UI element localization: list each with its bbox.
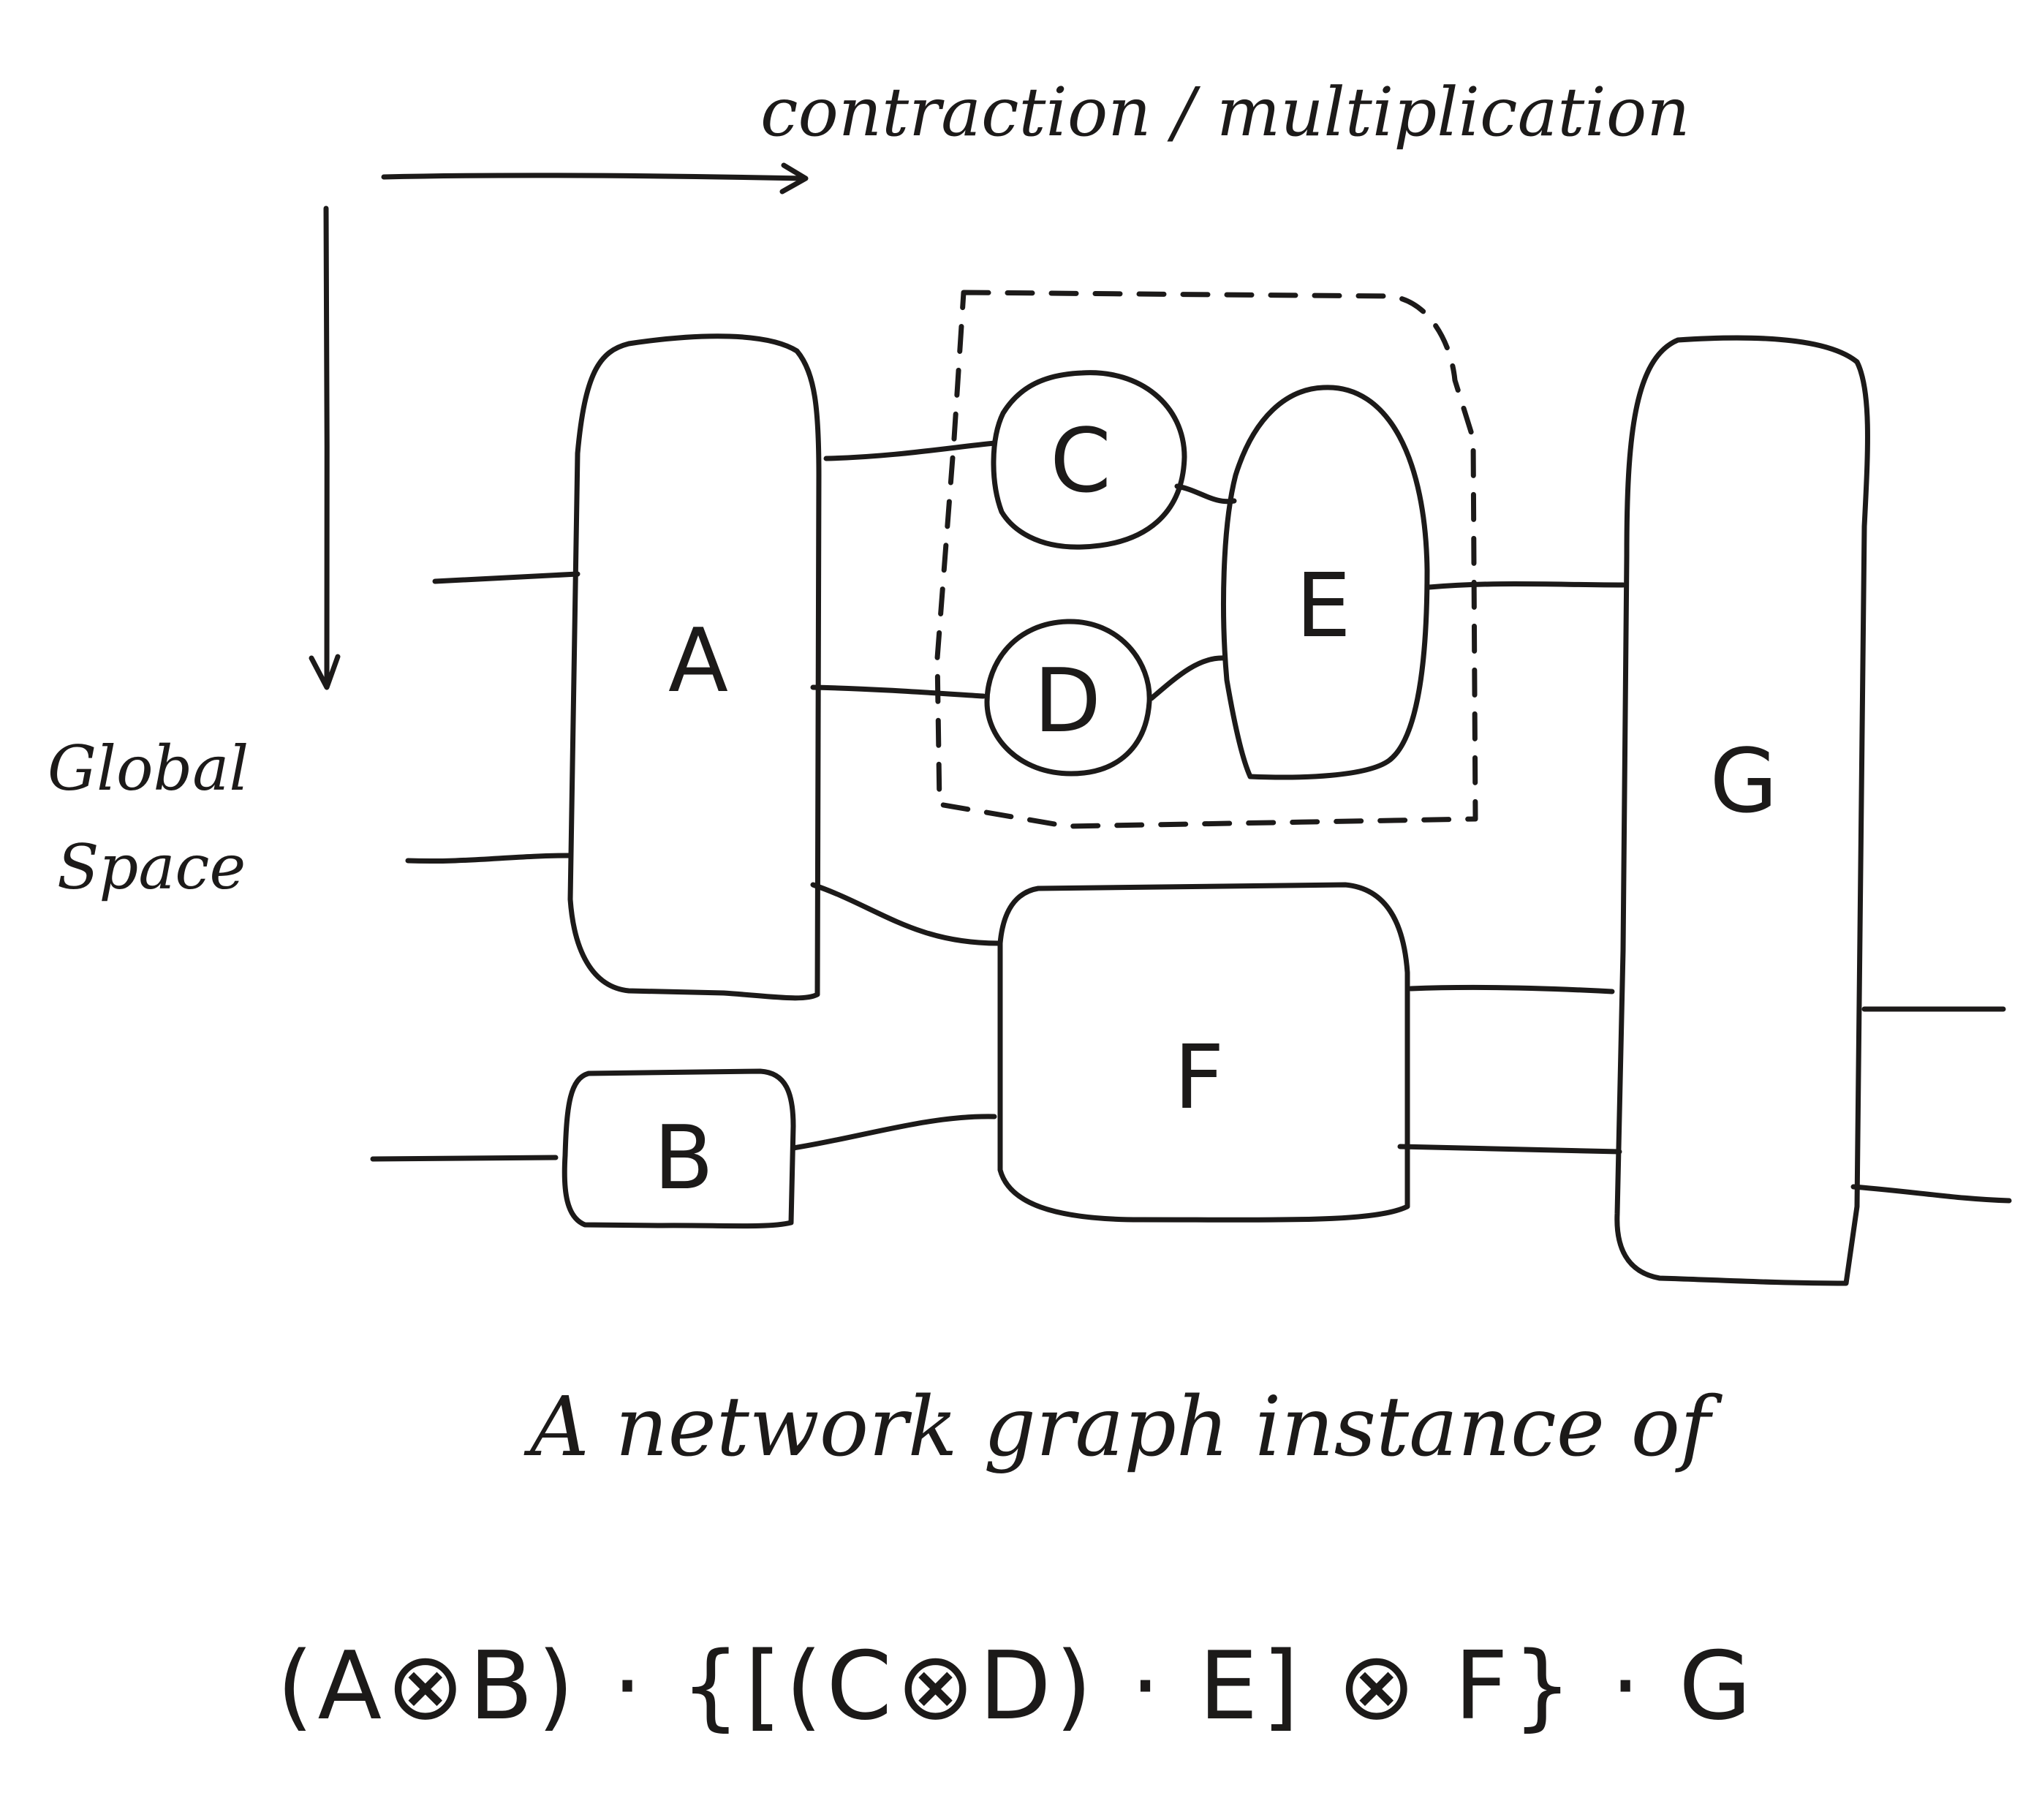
edge-a-left-upper: [432, 571, 581, 584]
formula-text: (A⊗B) · {[(C⊗D) · E] ⊗ F} · G: [277, 1632, 1756, 1741]
edge-b-f: [790, 1114, 997, 1151]
edge-d-e: [1149, 655, 1228, 701]
contraction-label: contraction / multiplication: [760, 73, 1690, 151]
node-d-label: D: [1034, 651, 1101, 752]
edge-f-g-lower: [1397, 1144, 1622, 1155]
caption-text: A network graph instance of: [523, 1380, 1723, 1475]
node-a-label: A: [668, 611, 728, 712]
global-space-label-line2: Space: [57, 831, 246, 903]
node-e-label: E: [1296, 556, 1351, 657]
node-c-label: C: [1050, 411, 1111, 513]
edge-a-c: [823, 440, 997, 461]
cde-group-boundary: [934, 290, 1478, 829]
edge-g-right-lower: [1850, 1184, 2012, 1204]
node-a: A: [567, 333, 822, 1001]
node-b-label: B: [654, 1108, 714, 1209]
node-b: B: [561, 1068, 796, 1229]
edge-a-left-lower: [405, 853, 573, 864]
edge-c-e: [1174, 483, 1237, 505]
edge-b-left: [370, 1155, 559, 1162]
node-g: G: [1614, 335, 1870, 1286]
node-f: F: [997, 882, 1410, 1223]
node-g-label: G: [1710, 731, 1778, 833]
network-edges: [370, 440, 2012, 1204]
node-f-label: F: [1173, 1027, 1224, 1129]
contraction-arrow: [381, 162, 809, 195]
edge-e-g: [1426, 581, 1626, 590]
global-space-label-line1: Global: [48, 733, 249, 804]
edge-a-d: [810, 684, 986, 699]
global-space-arrow: [309, 205, 341, 690]
edge-a-f: [810, 882, 1001, 946]
node-d: D: [984, 619, 1152, 777]
node-e: E: [1221, 385, 1430, 780]
node-c: C: [991, 370, 1187, 550]
edge-f-g-upper: [1408, 984, 1615, 994]
